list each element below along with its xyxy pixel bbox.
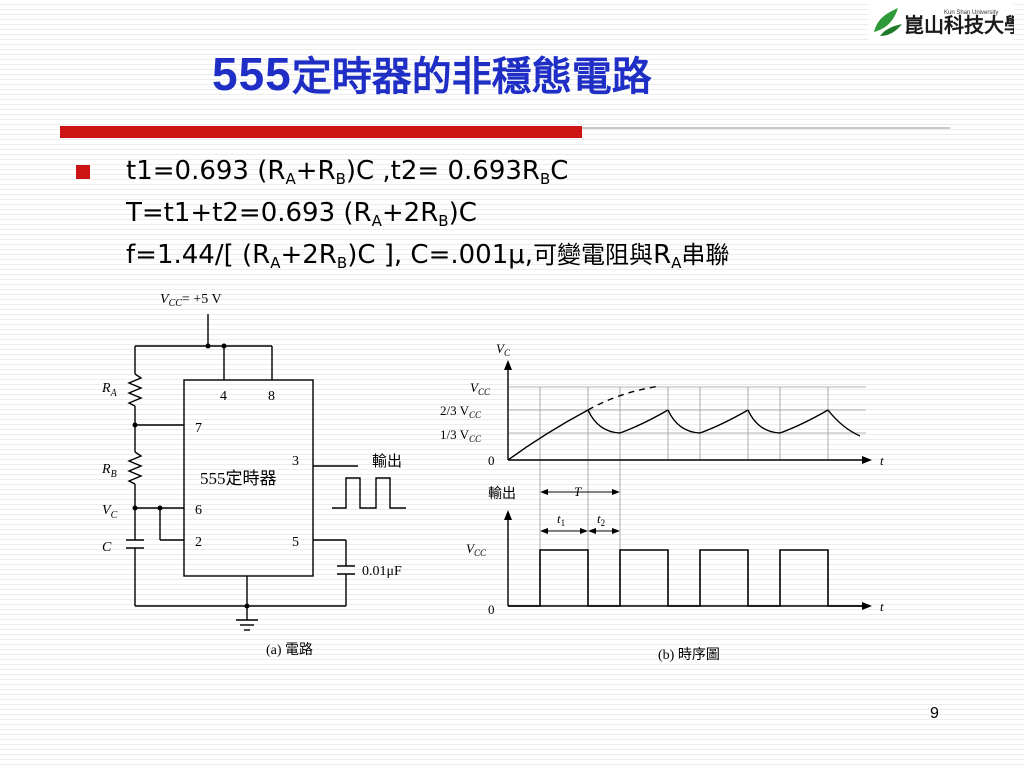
timing-vcc-bottom-label: VCC	[466, 541, 487, 558]
timing-one-third-label: 1/3 VCC	[440, 427, 482, 444]
title-underline-red	[60, 126, 582, 138]
pin-3-label: 3	[292, 454, 299, 469]
resistor-ra	[127, 373, 143, 407]
timing-t1-label: t1	[557, 511, 565, 528]
cap-value-label: 0.01μF	[362, 564, 402, 579]
pin-5-label: 5	[292, 535, 299, 550]
c-label: C	[102, 540, 112, 555]
timing-vcc-label: VCC	[470, 380, 491, 397]
chip-555	[183, 379, 314, 577]
timing-grid	[508, 386, 866, 550]
vcc-label: VCC= +5 V	[160, 292, 222, 309]
timing-zero-bottom: 0	[488, 602, 495, 617]
timing-vc-label: VC	[496, 341, 511, 358]
vc-label: VC	[102, 503, 118, 521]
timing-caption: (b) 時序圖	[658, 647, 720, 663]
title-number: 555	[212, 48, 292, 100]
pin-7-label: 7	[195, 421, 202, 436]
pin-8-label: 8	[268, 389, 275, 404]
leaf-logo-icon	[874, 8, 902, 36]
logo-en-text: Kun Shan University	[944, 10, 998, 16]
timing-t-bottom: t	[880, 599, 884, 614]
timing-two-thirds-label: 2/3 VCC	[440, 403, 482, 420]
circuit-caption: (a) 電路	[266, 642, 313, 658]
chip-label: 555定時器	[200, 469, 277, 488]
timing-arrowheads	[504, 360, 872, 610]
circuit-output-label: 輸出	[372, 453, 402, 470]
timing-output-label: 輸出	[488, 486, 516, 502]
equations-block: t1=0.693 (RA+RB)C ,t2= 0.693RBC T=t1+t2=…	[126, 154, 729, 280]
timing-period-label: T	[574, 484, 582, 499]
page-number: 9	[930, 705, 939, 722]
title-chinese: 定時器的非穩態電路	[291, 53, 652, 100]
logo-zh-text: 崑山科技大學	[904, 13, 1014, 37]
page-title: 555定時器的非穩態電路	[212, 44, 652, 108]
equation-line-2: T=t1+t2=0.693 (RA+2RB)C	[126, 198, 477, 230]
timing-axes	[507, 362, 866, 607]
resistor-rb	[127, 451, 143, 485]
output-square-waveform	[508, 549, 866, 607]
circuit-junctions	[132, 343, 250, 609]
pin-2-label: 2	[195, 535, 202, 550]
pin-4-label: 4	[220, 389, 227, 404]
rb-label: RB	[101, 462, 117, 480]
bullet-square-icon	[76, 165, 90, 179]
circuit-schematic	[126, 314, 406, 631]
output-pulse-icon	[332, 477, 406, 509]
capacitor-voltage-waveform	[507, 385, 861, 461]
equation-line-1: t1=0.693 (RA+RB)C ,t2= 0.693RBC	[126, 156, 569, 188]
university-logo: 崑山科技大學 Kun Shan University	[868, 2, 1014, 44]
timing-zero-top: 0	[488, 453, 495, 468]
timing-t-top: t	[880, 453, 884, 468]
timing-t2-label: t2	[597, 511, 605, 528]
circuit-and-timing-diagram: VCC= +5 V RA RB VC C 4 8 7 3 6 2 5 555定時…	[101, 292, 884, 663]
ra-label: RA	[101, 381, 118, 399]
dimension-arrowheads	[540, 489, 620, 534]
equation-line-3: f=1.44/[ (RA+2RB)C ], C=.001μ,可變電阻與RA串聯	[126, 240, 730, 272]
pin-6-label: 6	[195, 503, 202, 518]
title-underline-gray	[582, 127, 950, 129]
